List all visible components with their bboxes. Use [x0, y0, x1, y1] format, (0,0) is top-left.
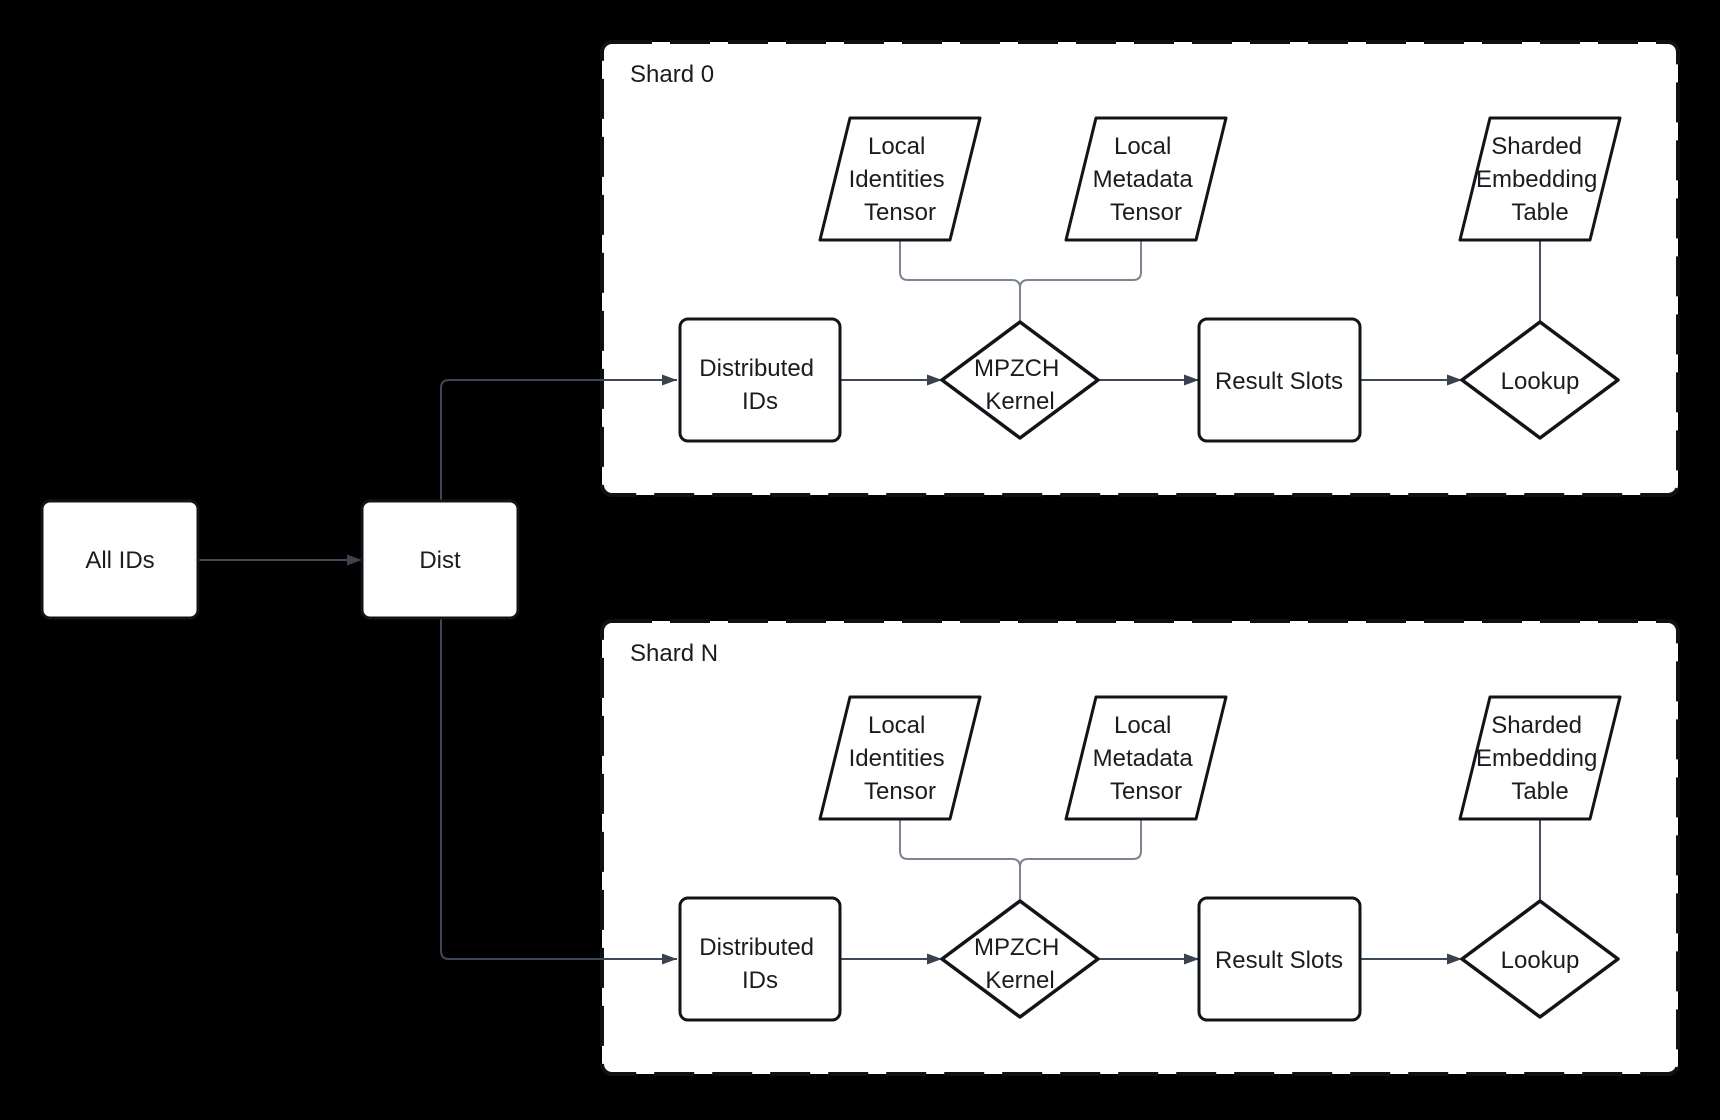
diamond-shape [940, 899, 1100, 1019]
box-shape [678, 896, 842, 1022]
box-shape [40, 499, 200, 620]
node-label: Result Slots [1215, 368, 1343, 395]
node-sharded-embedding-table: Sharded Embedding Table [1458, 695, 1622, 821]
shard-n-panel: Shard N Local Identities Tensor Local Me… [440, 618, 1680, 1076]
parallelogram-shape [1458, 116, 1622, 242]
box-shape [360, 499, 520, 620]
node-local-identities-tensor: Local Identities Tensor [818, 695, 982, 821]
arrow-dist-to-distributed-ids [440, 618, 677, 965]
node-mpzch-kernel: MPZCH Kernel [940, 320, 1100, 440]
parallelogram-shape [818, 695, 982, 821]
node-label: Local Metadata Tensor [1093, 712, 1200, 805]
diamond-shape [940, 320, 1100, 440]
connector-metadata-to-kernel [1019, 240, 1142, 322]
parallelogram-shape [1064, 116, 1228, 242]
node-label: Result Slots [1215, 947, 1343, 974]
parallelogram-shape [1458, 695, 1622, 821]
box-shape [1197, 317, 1362, 443]
node-label: All IDs [85, 547, 154, 574]
node-sharded-embedding-table: Sharded Embedding Table [1458, 116, 1622, 242]
parallelogram-shape [818, 116, 982, 242]
node-local-identities-tensor: Local Identities Tensor [818, 116, 982, 242]
parallelogram-shape [1064, 695, 1228, 821]
shard-0-title: Shard 0 [630, 61, 714, 88]
node-label: Lookup [1501, 368, 1580, 395]
node-distributed-ids: Distributed IDs [678, 896, 842, 1022]
node-label: Lookup [1501, 947, 1580, 974]
node-label: Dist [419, 547, 461, 574]
node-label: Distributed IDs [699, 355, 820, 415]
node-all-ids: All IDs [40, 499, 200, 620]
node-lookup: Lookup [1460, 320, 1620, 440]
node-label: Local Identities Tensor [849, 712, 952, 805]
node-label: Sharded Embedding Table [1476, 712, 1604, 805]
shard-0-panel: Shard 0 Local Identities Tensor Local Me… [440, 40, 1680, 501]
connector-metadata-to-kernel [1019, 819, 1142, 901]
node-label: Sharded Embedding Table [1476, 133, 1604, 226]
arrow-dist-to-distributed-ids [440, 374, 677, 501]
node-lookup: Lookup [1460, 899, 1620, 1019]
node-label: MPZCH Kernel [974, 355, 1066, 415]
node-local-metadata-tensor: Local Metadata Tensor [1064, 116, 1228, 242]
box-shape [678, 317, 842, 443]
node-label: MPZCH Kernel [974, 934, 1066, 994]
node-result-slots: Result Slots [1197, 896, 1362, 1022]
node-label: Local Metadata Tensor [1093, 133, 1200, 226]
diamond-shape [1460, 320, 1620, 440]
node-local-metadata-tensor: Local Metadata Tensor [1064, 695, 1228, 821]
node-result-slots: Result Slots [1197, 317, 1362, 443]
diamond-shape [1460, 899, 1620, 1019]
node-distributed-ids: Distributed IDs [678, 317, 842, 443]
node-dist: Dist [360, 499, 520, 620]
shard-n-title: Shard N [630, 640, 718, 667]
node-label: Local Identities Tensor [849, 133, 952, 226]
node-mpzch-kernel: MPZCH Kernel [940, 899, 1100, 1019]
node-label: Distributed IDs [699, 934, 820, 994]
input-flow: All IDs Dist [40, 499, 520, 620]
box-shape [1197, 896, 1362, 1022]
